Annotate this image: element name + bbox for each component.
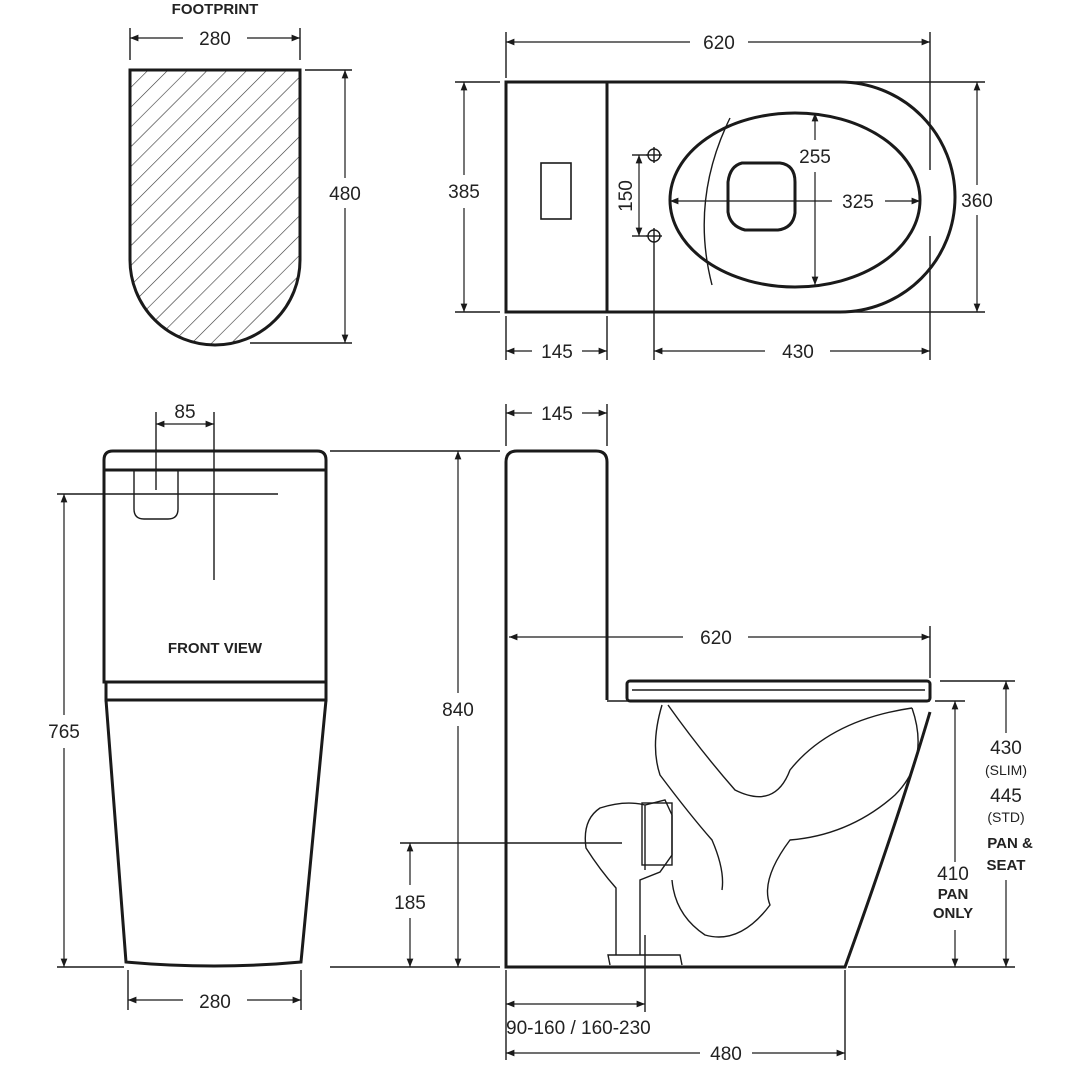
- front-view: FRONT VIEW 85 765 280: [48, 402, 328, 1013]
- footprint-shape: [128, 68, 302, 347]
- side-length-label: 620: [700, 628, 732, 649]
- top-outline: [504, 80, 957, 314]
- button-offset-label: 85: [174, 402, 195, 423]
- outlet-height-label: 185: [394, 893, 426, 914]
- std-label: (STD): [987, 809, 1024, 825]
- side-view: 145 620 840 185 410 PAN ONLY 430 (SLIM) …: [330, 404, 1033, 1065]
- cistern-depth-label: 145: [541, 342, 573, 363]
- top-length-label: 620: [703, 33, 735, 54]
- top-width-bowl-label: 360: [961, 191, 993, 212]
- side-pan: [504, 700, 932, 969]
- footprint-depth-label: 480: [329, 184, 361, 205]
- side-trapway: [654, 704, 919, 938]
- bowl-length-label: 255: [799, 147, 831, 168]
- front-view-label: FRONT VIEW: [168, 640, 263, 657]
- front-width-label: 280: [199, 992, 231, 1013]
- slim-label: (SLIM): [985, 762, 1027, 778]
- pan-only-label-2: ONLY: [933, 905, 973, 922]
- side-cistern-label: 145: [541, 404, 573, 425]
- side-seat: [625, 679, 932, 703]
- flush-button: [540, 162, 572, 220]
- footprint-width-label: 280: [199, 29, 231, 50]
- top-width-cistern-label: 385: [448, 182, 480, 203]
- pan-seat-label-1: PAN &: [987, 835, 1033, 852]
- side-depth-label: 480: [710, 1044, 742, 1065]
- side-cistern: [504, 449, 609, 700]
- front-band: [104, 680, 328, 702]
- bowl-outlet: [726, 161, 797, 232]
- bowl-depth-label: 430: [782, 342, 814, 363]
- bowl-width-label: 325: [842, 192, 874, 213]
- setout-range-label: 90-160 / 160-230: [506, 1018, 651, 1039]
- front-lid: [102, 449, 328, 472]
- footprint-title: FOOTPRINT: [172, 1, 259, 18]
- seat-height-slim-label: 430: [990, 738, 1022, 759]
- pan-seat-label-2: SEAT: [987, 857, 1026, 874]
- seat-height-std-label: 445: [990, 786, 1022, 807]
- pan-only-label-1: PAN: [938, 886, 969, 903]
- footprint-view: FOOTPRINT 280 480: [128, 1, 361, 347]
- side-outlet-flange: [641, 802, 673, 866]
- front-pan: [104, 699, 328, 968]
- front-button: [133, 470, 179, 520]
- top-view: 150 620 385 360 255 325 145: [448, 32, 993, 363]
- pan-height-label: 410: [937, 864, 969, 885]
- fixing-spacing-label: 150: [616, 180, 637, 212]
- side-outlet-pipe: [584, 799, 683, 966]
- total-height-label: 840: [442, 700, 474, 721]
- front-height-label: 765: [48, 722, 80, 743]
